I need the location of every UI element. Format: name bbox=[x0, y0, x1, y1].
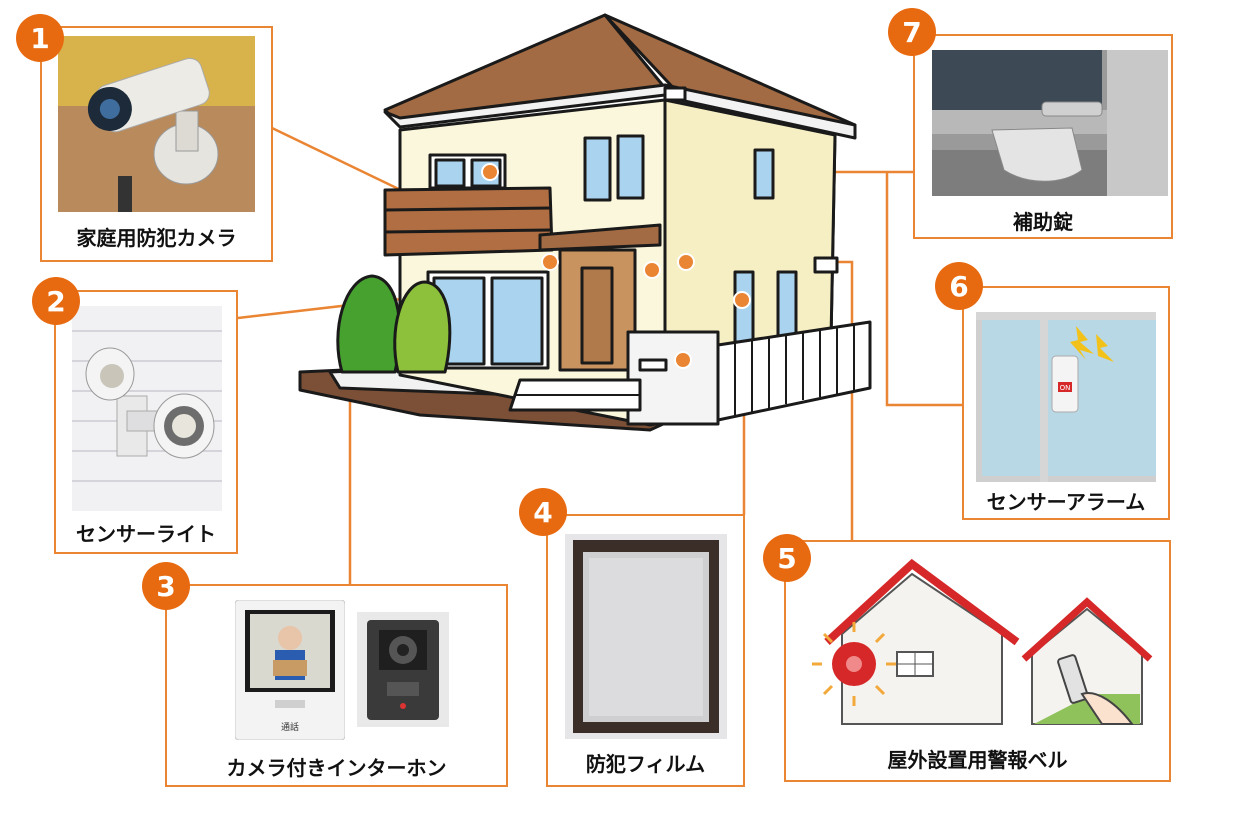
connector-sensor-alarm bbox=[885, 172, 962, 407]
badge-5: 5 bbox=[763, 534, 811, 582]
house-gate-post bbox=[626, 330, 720, 426]
marker-intercom bbox=[674, 351, 692, 369]
intercom-doorbell-photo bbox=[357, 612, 449, 727]
marker-film bbox=[733, 291, 751, 309]
badge-3: 3 bbox=[142, 562, 190, 610]
marker-camera bbox=[541, 253, 559, 271]
badge-2: 2 bbox=[32, 277, 80, 325]
house-illustration bbox=[298, 13, 872, 432]
sensor-alarm-photo: ON bbox=[976, 312, 1156, 482]
badge-1: 1 bbox=[16, 14, 64, 62]
sensor-alarm-button-text: ON bbox=[1060, 384, 1071, 392]
location-markers bbox=[481, 163, 751, 369]
house-bush-right bbox=[393, 280, 452, 374]
panel-security-film: 防犯フィルム bbox=[546, 514, 745, 787]
house-bush-left bbox=[336, 274, 402, 374]
security-film-photo bbox=[565, 534, 727, 739]
label-intercom: カメラ付きインターホン bbox=[226, 756, 447, 780]
house-balcony bbox=[383, 186, 554, 257]
marker-bell bbox=[677, 253, 695, 271]
intercom-monitor-photo: 通話 bbox=[235, 600, 345, 740]
label-security-camera: 家庭用防犯カメラ bbox=[76, 226, 237, 250]
label-alarm-bell: 屋外設置用警報ベル bbox=[887, 748, 1068, 772]
panel-sensor-alarm: ON センサーアラーム bbox=[962, 286, 1170, 520]
panel-sensor-light: センサーライト bbox=[54, 290, 238, 554]
security-camera-photo bbox=[58, 36, 255, 212]
label-sensor-light: センサーライト bbox=[76, 522, 216, 546]
intercom-monitor-text: 通話 bbox=[281, 721, 299, 733]
auxiliary-lock-photo bbox=[932, 50, 1168, 196]
sensor-light-photo bbox=[72, 306, 222, 511]
house-fence bbox=[716, 320, 872, 422]
label-auxiliary-lock: 補助錠 bbox=[1013, 210, 1073, 234]
panel-auxiliary-lock: 補助錠 bbox=[913, 34, 1173, 239]
marker-lock bbox=[481, 163, 499, 181]
badge-7: 7 bbox=[888, 8, 936, 56]
badge-4: 4 bbox=[519, 488, 567, 536]
label-security-film: 防犯フィルム bbox=[585, 752, 706, 776]
panel-security-camera: 家庭用防犯カメラ bbox=[40, 26, 273, 262]
panel-alarm-bell: 屋外設置用警報ベル bbox=[784, 540, 1171, 782]
panel-intercom: 通話 カメラ付きインターホン bbox=[165, 584, 508, 787]
badge-6: 6 bbox=[935, 262, 983, 310]
label-sensor-alarm: センサーアラーム bbox=[986, 490, 1146, 514]
alarm-bell-illustration bbox=[812, 558, 1153, 725]
marker-sensor-light bbox=[643, 261, 661, 279]
